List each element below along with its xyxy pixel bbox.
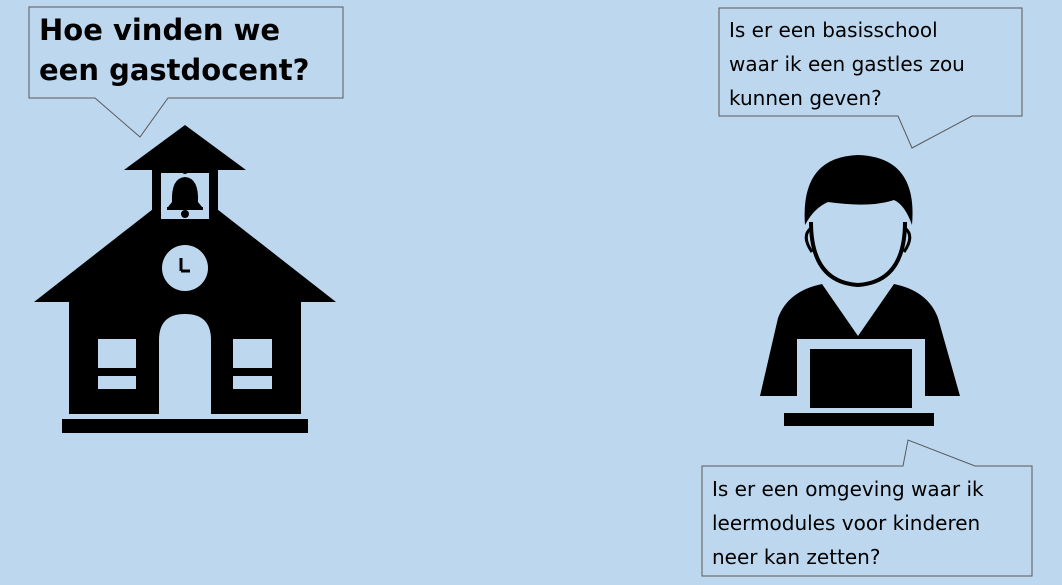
school-door [159,314,211,414]
teacher-question-line-3: kunnen geven? [729,86,882,110]
person-hair [804,155,913,225]
school-window-right [233,339,272,389]
modules-question-line-1: Is er een omgeving waar ik [712,477,984,501]
school-question-line-1: Hoe vinden we [39,13,281,47]
teacher-question-line-2: waar ik een gastles zou [729,52,965,76]
school-speech-bubble [28,6,344,138]
teacher-speech-bubble-bottom [701,439,1033,577]
school-window-left [98,339,136,389]
person-face [809,221,907,288]
teacher-question-text: Is er een basisschool waar ik een gastle… [729,13,965,115]
school-question-text: Hoe vinden we een gastdocent? [39,10,309,90]
school-building-icon [34,125,336,433]
bell-icon [167,168,203,218]
school-base [62,419,308,433]
teacher-question-line-1: Is er een basisschool [729,18,938,42]
modules-question-line-3: neer kan zetten? [712,545,881,569]
school-question-line-2: een gastdocent? [39,53,310,87]
laptop-icon [784,339,934,426]
modules-question-text: Is er een omgeving waar ik leermodules v… [712,472,984,574]
clock-icon [162,245,208,291]
modules-question-line-2: leermodules voor kinderen [712,511,981,535]
teacher-speech-bubble-top [718,7,1023,149]
school-belfry-roof [124,125,246,170]
person-at-laptop-icon [760,155,960,426]
school-main-roof [34,184,336,302]
